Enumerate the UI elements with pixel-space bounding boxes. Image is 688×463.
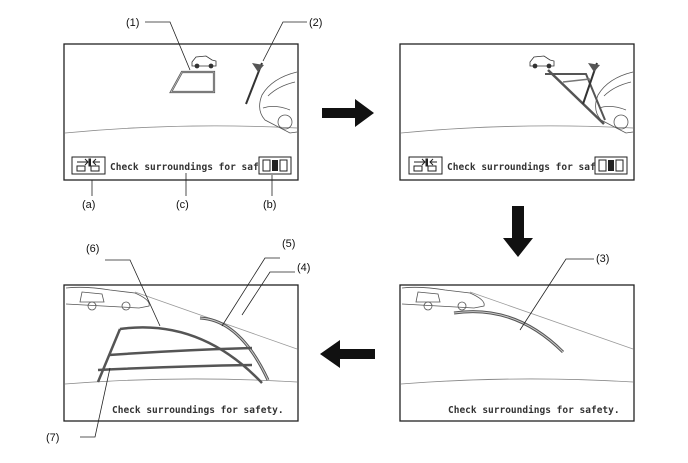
distant-car-icon (191, 55, 217, 69)
guide-switch-icon (76, 158, 100, 172)
callout-label-4: (4) (297, 262, 310, 274)
parking-guide-frame (96, 316, 270, 384)
screen-frame (399, 284, 635, 422)
callout-label-a: (a) (82, 199, 95, 211)
parked-car-illustration (401, 286, 485, 311)
parked-car-illustration (259, 71, 298, 134)
screen-message: Check surroundings for safety. (112, 405, 284, 416)
guide-lines-extended (545, 69, 606, 125)
screen-message: Check surroundings for safety. (110, 162, 282, 173)
parked-car-illustration (65, 286, 150, 311)
callout-label-c: (c) (176, 199, 189, 211)
arrow-icon-down (503, 206, 533, 257)
screen-message: Check surroundings for safety. (447, 162, 619, 173)
callout-label-6: (6) (86, 243, 99, 255)
screen-bottom-left: Check surroundings for safety. (63, 284, 299, 422)
arrow-icon-left (320, 340, 375, 368)
distant-car-icon (529, 55, 555, 69)
frame-bottom-line (97, 363, 253, 372)
callout-leaders (80, 21, 594, 438)
direction-flag-marker (245, 62, 264, 105)
status-bar: Check surroundings for safety. (71, 156, 292, 175)
screen-message: Check surroundings for safety. (448, 405, 620, 416)
inner-curve-guide (119, 326, 263, 384)
screen-bottom-right: Check surroundings for safety. (399, 284, 635, 422)
guide-switch-icon (413, 158, 437, 172)
screen-top-right: Check surroundings for safety. (399, 43, 635, 181)
callout-label-5: (5) (282, 238, 295, 250)
callout-label-2: (2) (309, 17, 322, 29)
frame-middle-line (108, 346, 253, 357)
parking-mode-icon (262, 159, 288, 172)
status-bar: Check surroundings for safety. (408, 156, 628, 175)
road-edge-line (64, 378, 298, 385)
screen-top-left: Check surroundings for safety. (63, 43, 299, 181)
arrow-icon-right (322, 99, 374, 127)
curb-line (469, 291, 634, 350)
road-edge-line (400, 378, 634, 385)
callout-label-7: (7) (46, 432, 59, 444)
road-edge-line (64, 125, 298, 134)
direction-flag-marker (582, 62, 600, 105)
callout-label-3: (3) (596, 253, 609, 265)
callout-label-b: (b) (263, 199, 276, 211)
frame-left-side (96, 328, 122, 383)
callout-label-1: (1) (126, 17, 139, 29)
road-edge-line (400, 125, 634, 134)
parking-mode-icon (598, 159, 624, 172)
screen-frame (63, 284, 299, 422)
